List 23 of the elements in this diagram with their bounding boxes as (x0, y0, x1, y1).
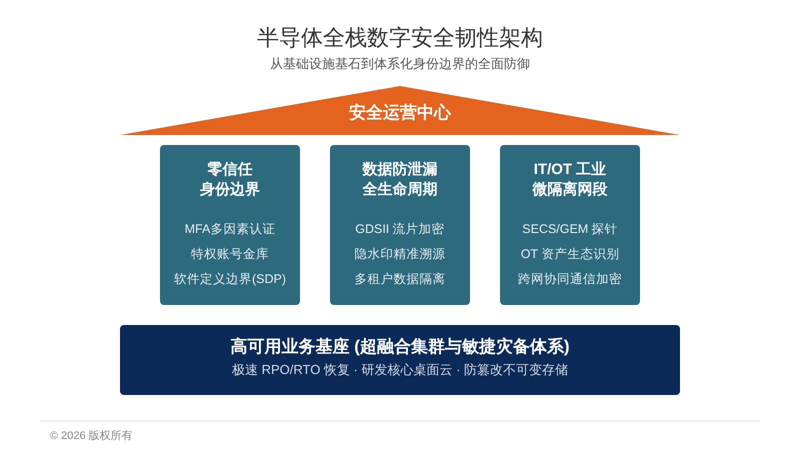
bar-subtitle: 极速 RPO/RTO 恢复 · 研发核心桌面云 · 防篡改不可变存储 (232, 361, 568, 379)
card-item: MFA多因素认证 (184, 221, 276, 238)
card-item: OT 资产生态识别 (520, 246, 620, 263)
card-item: GDSII 流片加密 (355, 221, 445, 238)
card-item: 隐水印精准溯源 (354, 246, 446, 263)
triangle-banner (120, 86, 680, 135)
pillar-card (500, 145, 640, 305)
card-item: 特权账号金库 (191, 246, 269, 263)
card-item: 软件定义边界(SDP) (174, 271, 286, 288)
card-item: 跨网协同通信加密 (518, 271, 622, 288)
diagram-title: 半导体全栈数字安全韧性架构 (256, 24, 544, 52)
card-heading: 数据防泄漏全生命周期 (362, 160, 438, 200)
card-heading: 零信任身份边界 (200, 160, 260, 200)
card-item: 多租户数据隔离 (354, 271, 446, 288)
card-heading: IT/OT 工业微隔离网段 (532, 160, 608, 200)
copyright-note: © 2026 版权所有 (50, 429, 133, 444)
bar-heading: 高可用业务基座 (超融合集群与敏捷灾备体系) (230, 336, 570, 358)
foundation-bar (120, 325, 680, 395)
pillar-card (160, 145, 300, 305)
subtitle: 从基础设施基石到体系化身份边界的全面防御 (269, 55, 531, 73)
card-item: SECS/GEM 探针 (522, 221, 618, 238)
pillar-card (330, 145, 470, 305)
banner-title: 安全运营中心 (348, 102, 452, 124)
